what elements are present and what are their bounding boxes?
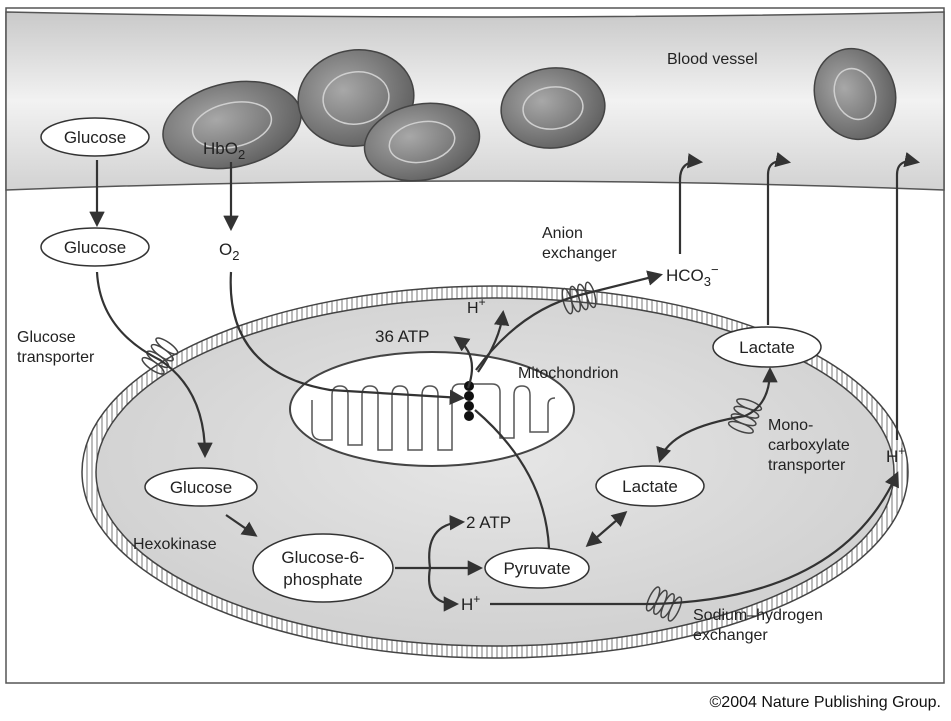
blood-vessel-label: Blood vessel xyxy=(667,51,758,68)
glucose-interstitial-label: Glucose xyxy=(64,238,126,257)
mitochondrion-label: Mitochondrion xyxy=(518,365,619,382)
nhe-label-1: Sodium–hydrogen xyxy=(693,607,823,624)
atp36-label: 36 ATP xyxy=(375,327,430,346)
mct-label-2: carboxylate xyxy=(768,437,850,454)
pyruvate-label: Pyruvate xyxy=(503,559,570,578)
anion-exchanger-label-2: exchanger xyxy=(542,245,617,262)
anion-exchanger-label-1: Anion xyxy=(542,225,583,242)
g6p-oval xyxy=(253,534,393,602)
glucose-cell-label: Glucose xyxy=(170,478,232,497)
g6p-label-2: phosphate xyxy=(283,570,362,589)
mct-label-1: Mono- xyxy=(768,417,813,434)
lactate-outside-label: Lactate xyxy=(739,338,795,357)
g6p-label-1: Glucose-6- xyxy=(281,548,364,567)
atp2-label: 2 ATP xyxy=(466,513,511,532)
glucose-blood-label: Glucose xyxy=(64,128,126,147)
hexokinase-label: Hexokinase xyxy=(133,536,217,553)
lactate-cell-label: Lactate xyxy=(622,477,678,496)
nhe-label-2: exchanger xyxy=(693,627,768,644)
glucose-transporter-label-1: Glucose xyxy=(17,329,76,346)
hco3-label: HCO3− xyxy=(666,262,719,289)
mct-label-3: transporter xyxy=(768,457,846,474)
copyright-credit: ©2004 Nature Publishing Group. xyxy=(710,694,941,711)
blood-vessel xyxy=(6,12,944,190)
glucose-transporter-label-2: transporter xyxy=(17,349,95,366)
